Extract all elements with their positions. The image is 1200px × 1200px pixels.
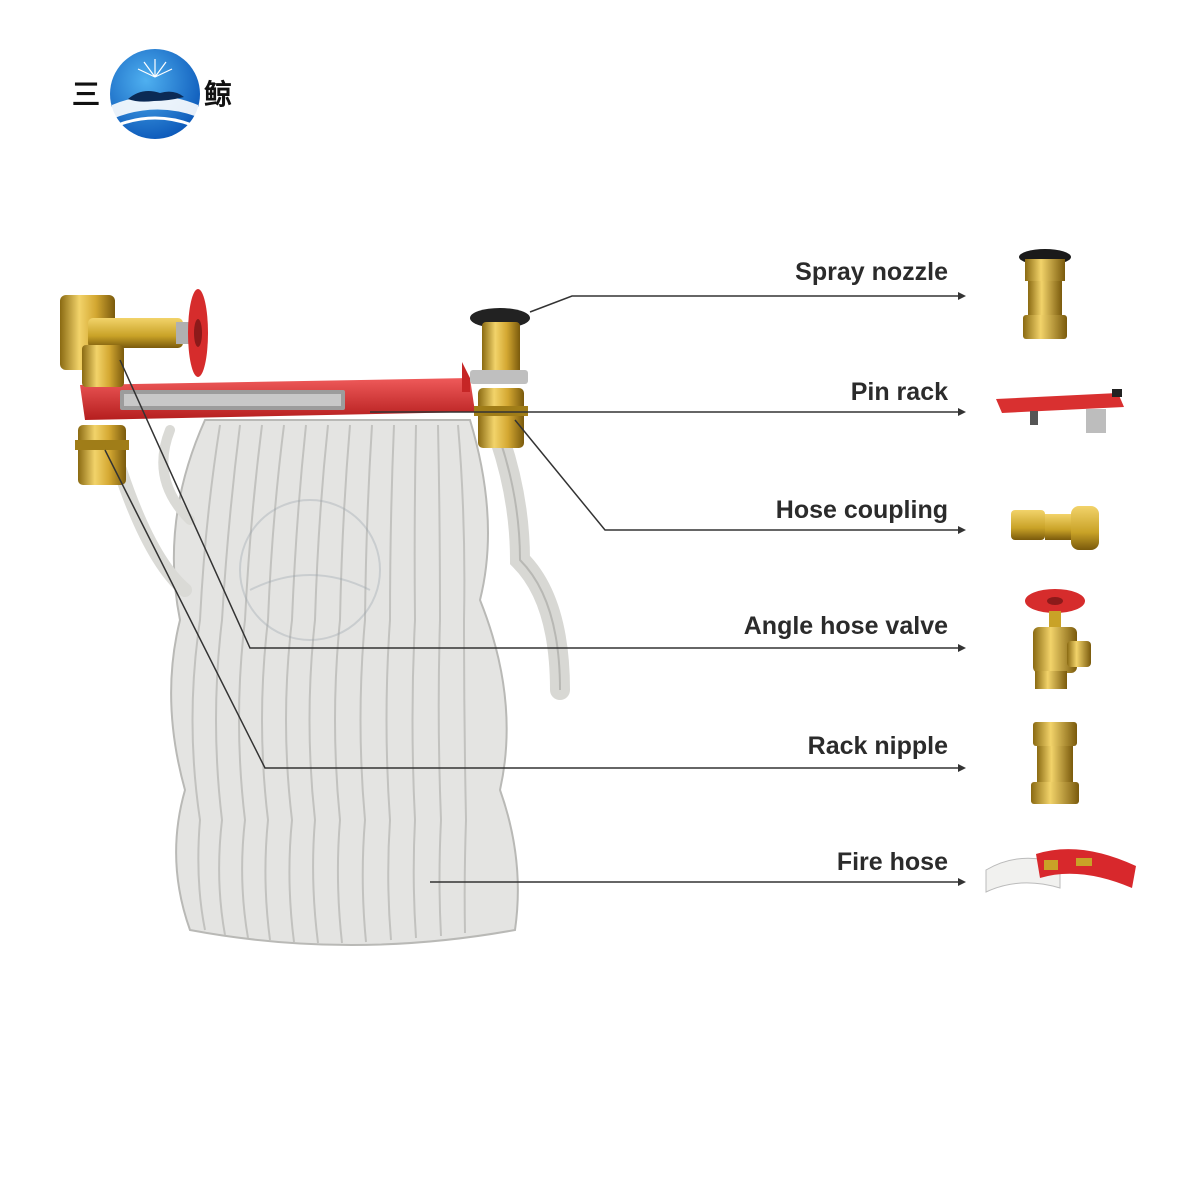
label-spray-nozzle: Spray nozzle — [795, 258, 948, 286]
pin-rack-thumb — [996, 389, 1124, 433]
hose-coupling — [474, 388, 528, 448]
spray-nozzle-thumb — [1019, 249, 1071, 339]
label-angle-hose-valve: Angle hose valve — [743, 612, 948, 640]
label-fire-hose: Fire hose — [836, 848, 948, 876]
angle-hose-valve-thumb — [1025, 589, 1091, 689]
folded-hose — [113, 419, 570, 946]
brand-char-right: 鲸 — [204, 78, 233, 111]
pin-rack — [80, 362, 475, 420]
brand-char-left: 三 — [72, 78, 101, 111]
hose-coupling-thumb — [1011, 506, 1099, 550]
whale-globe-icon — [110, 49, 200, 139]
spray-nozzle — [470, 308, 530, 384]
label-hose-coupling: Hose coupling — [775, 496, 948, 524]
rack-nipple-thumb — [1031, 722, 1079, 804]
leader-lines — [104, 295, 960, 883]
fire-hose-thumb — [985, 849, 1136, 893]
rack-nipple — [75, 425, 129, 485]
label-rack-nipple: Rack nipple — [807, 732, 948, 760]
label-pin-rack: Pin rack — [850, 378, 948, 406]
angle-hose-valve — [60, 289, 208, 387]
watermark — [239, 499, 381, 641]
brand-logo: 三 鲸 — [70, 45, 250, 145]
leader-arrowheads — [958, 292, 966, 886]
